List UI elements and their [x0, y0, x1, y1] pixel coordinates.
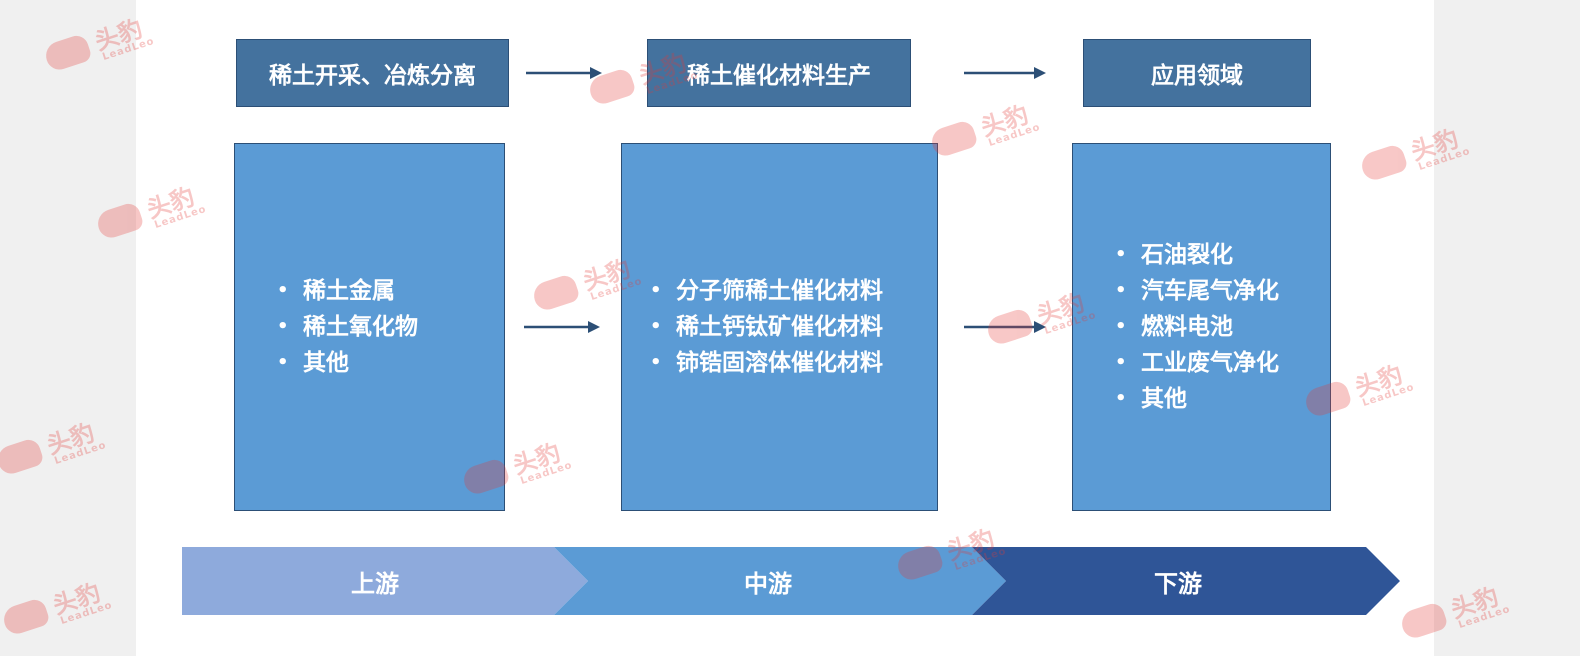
bullet-icon: • [277, 316, 289, 337]
list-item: • 其他 [277, 345, 418, 381]
diagram-canvas: 稀土开采、冶炼分离 稀土催化材料生产 应用领域 • 稀土金属 • 稀土氧化物 • 其他… [136, 0, 1434, 656]
list-item-label: 其他 [1141, 386, 1187, 412]
bullet-icon: • [1115, 388, 1127, 409]
watermark-logo: 头豹 LeadLeo [0, 410, 108, 483]
bullet-icon: • [1115, 316, 1127, 337]
stage-downstream-chevron [972, 547, 1400, 615]
bullet-icon: • [1115, 280, 1127, 301]
leopard-logo-icon [42, 32, 93, 74]
list-item: • 工业废气净化 [1115, 345, 1279, 381]
list-item: • 铈锆固溶体催化材料 [650, 345, 883, 381]
list-item-label: 稀土金属 [303, 278, 395, 304]
list-item: • 稀土金属 [277, 273, 418, 309]
bullet-icon: • [1115, 352, 1127, 373]
watermark-text: 头豹 [1447, 582, 1502, 624]
list-item-label: 其他 [303, 350, 349, 376]
header-upstream: 稀土开采、冶炼分离 [236, 39, 509, 107]
header-midstream: 稀土催化材料生产 [647, 39, 911, 107]
midstream-list: • 分子筛稀土催化材料 • 稀土钙钛矿催化材料 • 铈锆固溶体催化材料 [650, 273, 883, 381]
stage-midstream-label: 中游 [744, 569, 792, 598]
header-downstream-label: 应用领域 [1151, 63, 1243, 89]
bullet-icon: • [277, 280, 289, 301]
list-item-label: 铈锆固溶体催化材料 [676, 350, 883, 376]
list-item: • 稀土钙钛矿催化材料 [650, 309, 883, 345]
stage-upstream-label: 上游 [351, 569, 399, 598]
bullet-icon: • [277, 352, 289, 373]
watermark-sub: LeadLeo [53, 439, 108, 467]
watermark-text: 头豹 [43, 418, 98, 460]
stage-downstream-label: 下游 [1154, 569, 1202, 598]
list-item-label: 汽车尾气净化 [1141, 278, 1279, 304]
bullet-icon: • [1115, 244, 1127, 265]
arrow-right-icon [524, 321, 600, 333]
list-item: • 石油裂化 [1115, 237, 1279, 273]
midstream-box: • 分子筛稀土催化材料 • 稀土钙钛矿催化材料 • 铈锆固溶体催化材料 [621, 143, 938, 511]
list-item: • 分子筛稀土催化材料 [650, 273, 883, 309]
list-item: • 燃料电池 [1115, 309, 1279, 345]
list-item: • 稀土氧化物 [277, 309, 418, 345]
arrow-right-icon [964, 67, 1046, 79]
watermark-text: 头豹 [49, 578, 104, 620]
list-item-label: 工业废气净化 [1141, 350, 1279, 376]
upstream-list: • 稀土金属 • 稀土氧化物 • 其他 [277, 273, 418, 381]
header-midstream-label: 稀土催化材料生产 [687, 63, 871, 89]
bullet-icon: • [650, 280, 662, 301]
header-downstream: 应用领域 [1083, 39, 1311, 107]
header-upstream-label: 稀土开采、冶炼分离 [269, 63, 476, 89]
list-item-label: 分子筛稀土催化材料 [676, 278, 883, 304]
list-item-label: 稀土钙钛矿催化材料 [676, 314, 883, 340]
watermark-sub: LeadLeo [59, 599, 114, 627]
stage-midstream-chevron [554, 547, 1006, 615]
downstream-box: • 石油裂化 • 汽车尾气净化 • 燃料电池 • 工业废气净化 • 其他 [1072, 143, 1331, 511]
downstream-list: • 石油裂化 • 汽车尾气净化 • 燃料电池 • 工业废气净化 • 其他 [1115, 237, 1279, 417]
upstream-box: • 稀土金属 • 稀土氧化物 • 其他 [234, 143, 505, 511]
watermark-sub: LeadLeo [1457, 603, 1512, 631]
leopard-logo-icon [0, 596, 51, 638]
list-item-label: 燃料电池 [1141, 314, 1233, 340]
stage-upstream-chevron [182, 547, 588, 615]
leopard-logo-icon [0, 436, 45, 478]
arrow-right-icon [964, 321, 1046, 333]
list-item-label: 石油裂化 [1141, 242, 1233, 268]
list-item-label: 稀土氧化物 [303, 314, 418, 340]
arrow-right-icon [526, 67, 602, 79]
list-item: • 汽车尾气净化 [1115, 273, 1279, 309]
bullet-icon: • [650, 352, 662, 373]
bullet-icon: • [650, 316, 662, 337]
list-item: • 其他 [1115, 381, 1279, 417]
watermark-logo: 头豹 LeadLeo [0, 570, 114, 643]
stage-chevrons [182, 547, 1400, 615]
